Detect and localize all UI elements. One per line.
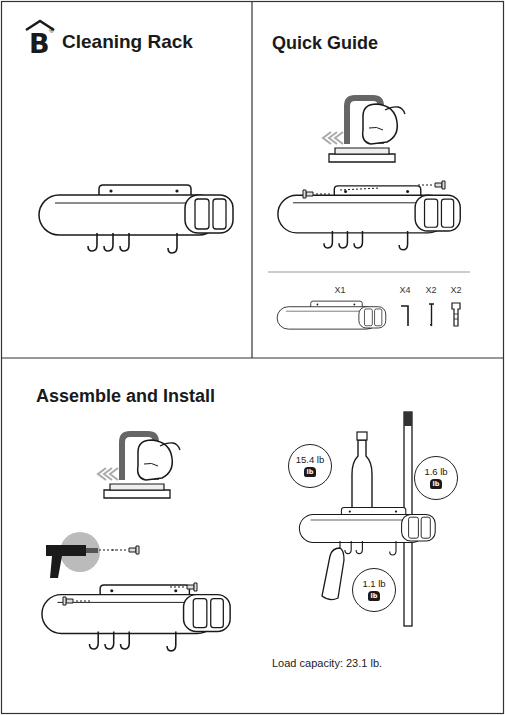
brand-logo: B bbox=[29, 28, 50, 59]
weight-icon: lb bbox=[304, 467, 317, 477]
part-count: X2 bbox=[450, 285, 461, 295]
weight-circle: 15.4 lb lb bbox=[288, 444, 332, 488]
load-note: Load capacity: 23.1 lb. bbox=[272, 657, 382, 670]
weight-circle: 1.1 lb lb bbox=[352, 568, 396, 612]
weight-value: 1.6 lb bbox=[424, 467, 447, 477]
section-heading: Assemble and Install bbox=[36, 386, 215, 407]
weight-value: 1.1 lb bbox=[362, 579, 385, 589]
part-count: X4 bbox=[399, 285, 410, 295]
registered-mark: ® bbox=[49, 27, 54, 35]
weight-circle: 1.6 lb lb bbox=[414, 456, 458, 500]
part-count: X1 bbox=[334, 285, 345, 295]
weight-icon: lb bbox=[430, 479, 443, 489]
part-count: X2 bbox=[425, 285, 436, 295]
section-heading: Quick Guide bbox=[272, 33, 378, 54]
page-title: Cleaning Rack bbox=[62, 31, 193, 53]
weight-value: 15.4 lb bbox=[296, 455, 325, 465]
weight-icon: lb bbox=[368, 591, 381, 601]
